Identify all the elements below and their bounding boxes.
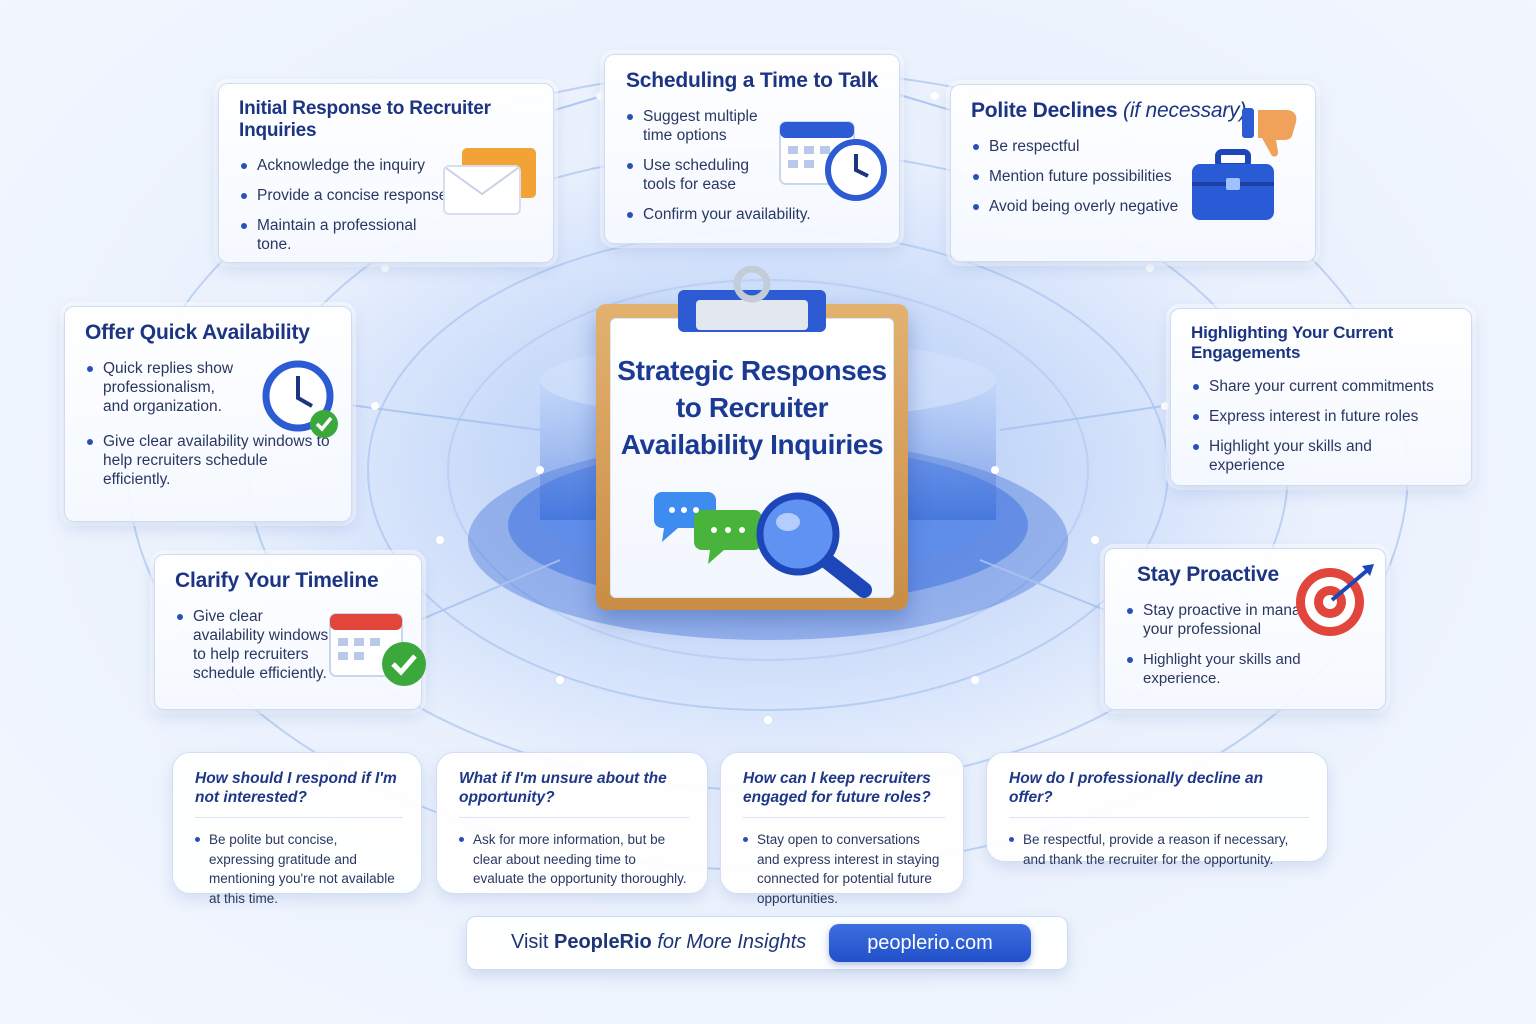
list-item: Mention future possibilities	[971, 167, 1295, 186]
list-item: Give clear availability windows to help …	[175, 607, 333, 683]
faq-item: What if I'm unsure about the opportunity…	[436, 752, 708, 894]
faq-question: How can I keep recruiters engaged for fu…	[743, 769, 945, 818]
list-item: Highlight your skills and experience	[1191, 437, 1451, 475]
center-title-line: Availability Inquiries	[620, 429, 884, 460]
envelope-icon	[443, 148, 536, 215]
list-item: Express interest in future roles	[1191, 407, 1451, 426]
briefcase-icon	[1192, 149, 1274, 220]
center-title: Strategic Responses to Recruiter Availab…	[610, 352, 894, 463]
list-item: Stay proactive in managing your professi…	[1125, 601, 1343, 639]
faq-question: How should I respond if I'm not interest…	[195, 769, 403, 818]
clipboard-paper	[610, 318, 894, 598]
list-item: Provide a concise response	[239, 186, 449, 205]
card-title: Initial Response to Recruiter Inquiries	[239, 98, 491, 141]
footer-url-button[interactable]: peoplerio.com	[829, 924, 1031, 962]
calendar-clock-icon	[779, 121, 887, 201]
card-highlighting-engagements: Highlighting Your Current Engagements Sh…	[1170, 308, 1472, 486]
center-title-line: Strategic Responses	[617, 355, 887, 386]
list-item: Avoid being overly negative	[971, 197, 1295, 216]
chat-bubbles-icon	[654, 492, 762, 564]
list-item: Use scheduling tools for ease	[625, 156, 775, 194]
card-title: Polite Declines (if necessary)	[971, 99, 1295, 123]
thumbs-down-icon	[1242, 108, 1297, 157]
faq-answer: Stay open to conversations and express i…	[743, 830, 945, 908]
list-item: Give clear availability windows to help …	[85, 432, 331, 489]
footer-brand: PeopleRio	[553, 931, 652, 953]
card-title-main: Polite Declines	[971, 99, 1118, 122]
list-item: Quick replies show professionalism, and …	[85, 359, 243, 416]
target-icon	[1296, 564, 1374, 636]
magnifier-icon	[756, 492, 872, 598]
card-title: Stay Proactive	[1137, 563, 1279, 586]
footer-banner: Visit PeopleRio for More Insights people…	[466, 916, 1068, 970]
faq-answer: Be respectful, provide a reason if neces…	[1009, 830, 1309, 869]
list-item: Be respectful	[971, 137, 1295, 156]
clipboard: Strategic Responses to Recruiter Availab…	[596, 266, 908, 612]
card-title: Scheduling a Time to Talk	[625, 69, 879, 92]
faq-question: What if I'm unsure about the opportunity…	[459, 769, 689, 818]
list-item: Share your current commitments	[1191, 377, 1451, 396]
faq-answer: Be polite but concise, expressing gratit…	[195, 830, 403, 908]
card-title: Highlighting Your Current Engagements	[1191, 323, 1394, 362]
card-title: Clarify Your Timeline	[175, 569, 379, 592]
calendar-check-icon	[329, 613, 426, 686]
list-item: Suggest multiple time options	[625, 107, 775, 145]
clipboard-icon	[678, 266, 826, 332]
faq-item: How should I respond if I'm not interest…	[172, 752, 422, 906]
list-item: Highlight your skills and experience.	[1125, 650, 1365, 688]
footer-visit-prefix: Visit	[511, 931, 554, 953]
list-item: Maintain a professional tone.	[239, 216, 449, 254]
clock-check-icon	[262, 360, 338, 438]
card-polite-declines: Polite Declines (if necessary) Be respec…	[950, 84, 1316, 262]
faq-question: How do I professionally decline an offer…	[1009, 769, 1309, 818]
center-title-line: to Recruiter	[675, 392, 829, 423]
card-title: Offer Quick Availability	[85, 321, 310, 344]
card-title-sub: (if necessary)	[1123, 99, 1247, 122]
footer-visit-suffix: for More Insights	[651, 931, 807, 953]
faq-answer: Ask for more information, but be clear a…	[459, 830, 689, 889]
list-item: Confirm your availability.	[625, 205, 879, 224]
footer-visit-text: Visit PeopleRio for More Insights	[511, 931, 806, 954]
faq-item: How can I keep recruiters engaged for fu…	[720, 752, 964, 906]
faq-item: How do I professionally decline an offer…	[986, 752, 1328, 867]
list-item: Acknowledge the inquiry	[239, 156, 449, 175]
